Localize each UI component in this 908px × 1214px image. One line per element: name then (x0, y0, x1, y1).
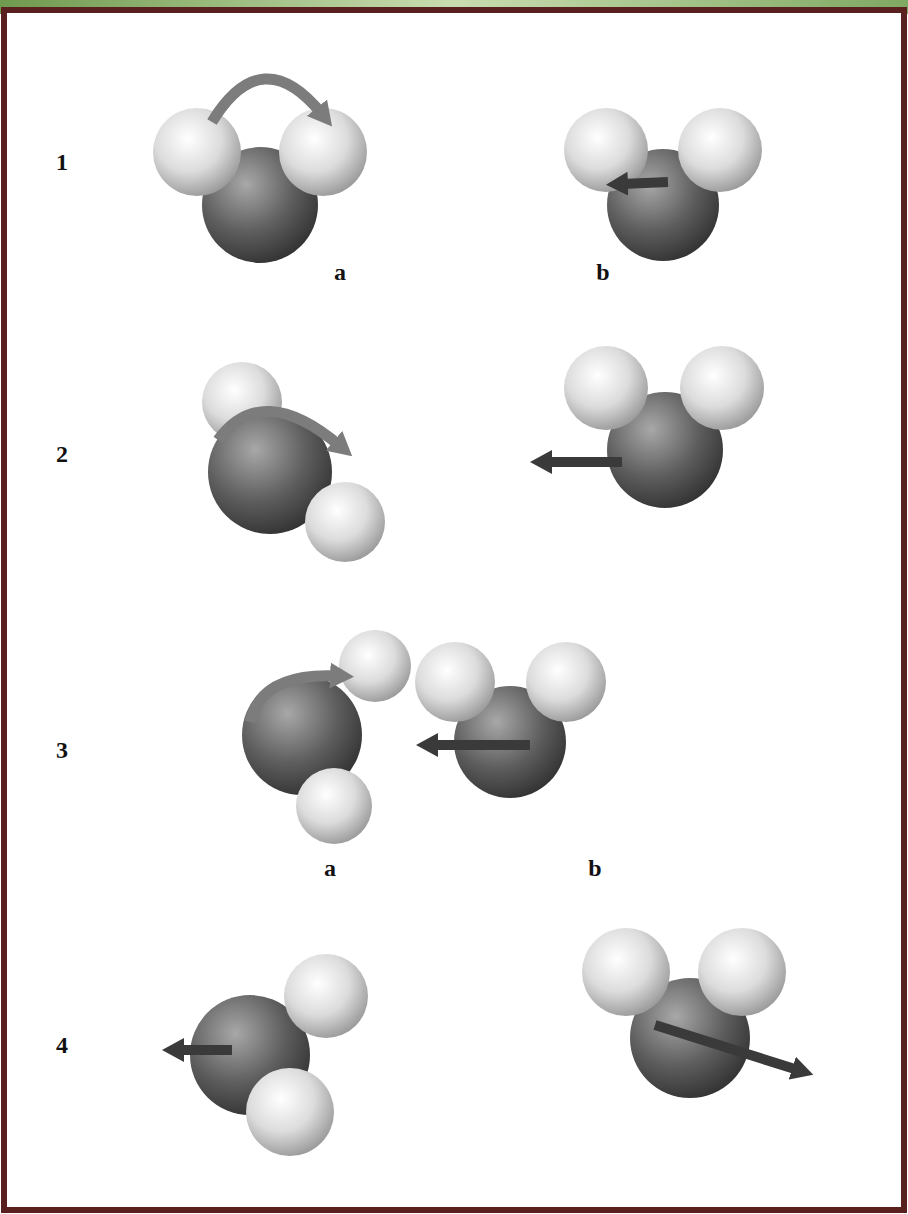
rotation-arrow (218, 411, 340, 446)
molecule (582, 928, 798, 1098)
dipole-arrow (178, 1045, 232, 1055)
frame (4, 10, 904, 1210)
dipole-arrow (432, 740, 530, 750)
panel-letter: a (324, 856, 336, 880)
row-number: 2 (56, 442, 68, 466)
molecule (546, 346, 764, 508)
dipole-arrow (622, 182, 668, 184)
molecule (242, 630, 411, 844)
panel-letter: a (334, 260, 346, 284)
row-number: 3 (56, 738, 68, 762)
molecule (415, 642, 606, 798)
rotation-arrow (212, 79, 322, 122)
molecule (564, 108, 762, 261)
panel-letter: b (588, 856, 601, 880)
dipole-arrow (546, 457, 622, 467)
molecule (202, 362, 385, 562)
molecule (178, 954, 368, 1156)
molecule (153, 79, 367, 263)
row-number: 4 (56, 1033, 68, 1057)
dipole-arrow (655, 1025, 798, 1070)
rotation-arrow (250, 676, 338, 722)
panel-letter: b (596, 260, 609, 284)
row-number: 1 (56, 150, 68, 174)
